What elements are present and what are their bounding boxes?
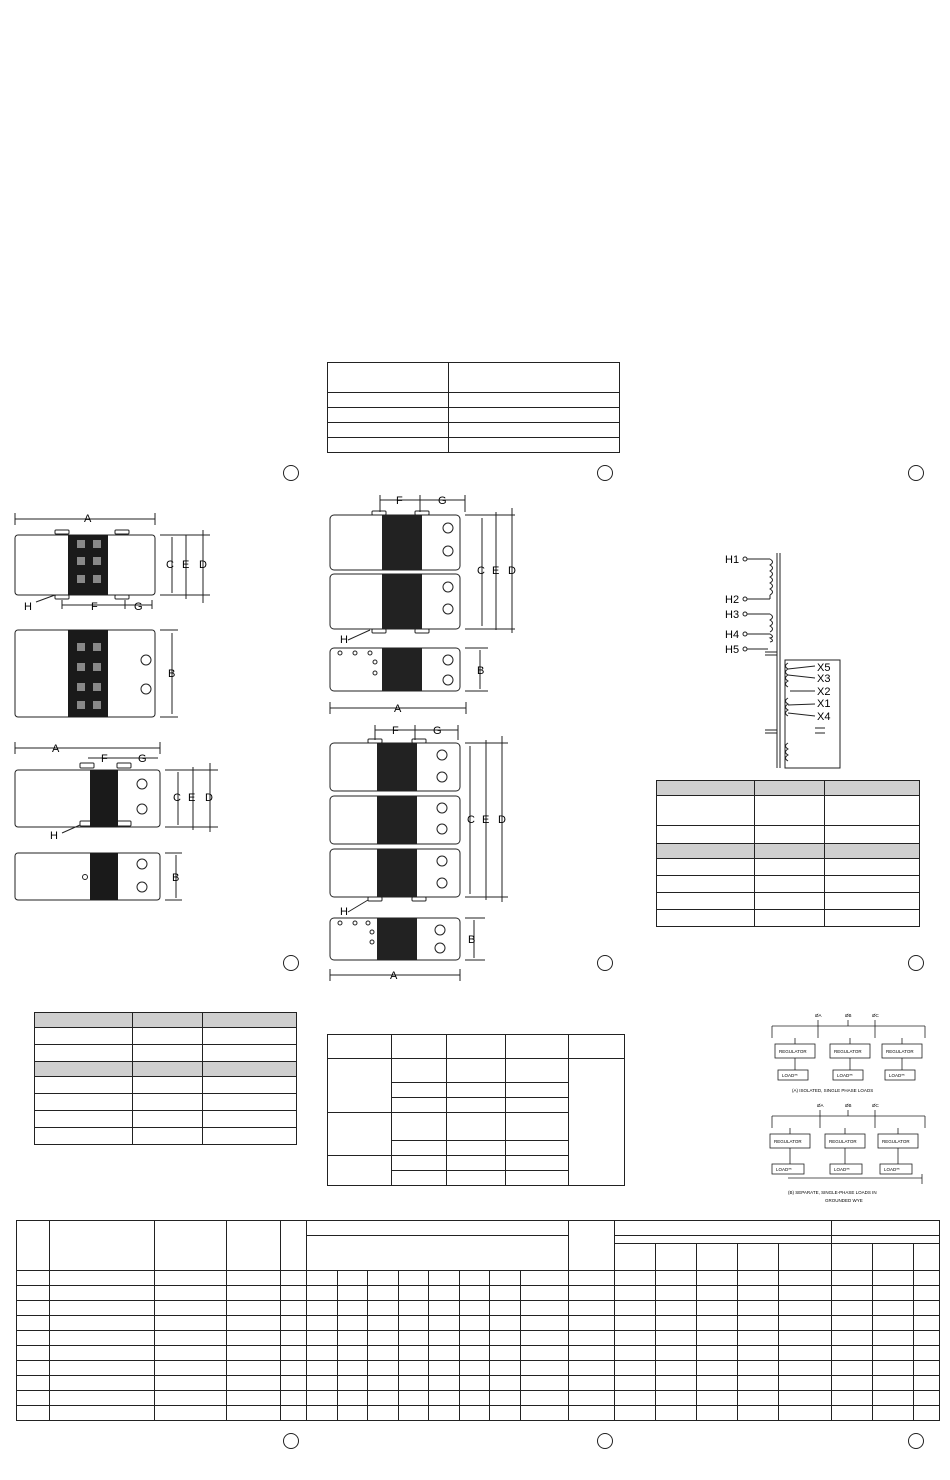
phase-c-label: ØC — [872, 1013, 880, 1018]
dim-c-label: C — [477, 565, 485, 577]
load-label: LOAD** — [884, 1167, 900, 1172]
dim-a-label: A — [52, 743, 60, 755]
dim-g-label: G — [438, 495, 447, 507]
dim-f-label: F — [396, 495, 403, 507]
page-marker-circle — [597, 465, 613, 481]
left-spec-table — [34, 1012, 297, 1145]
dim-a-label: A — [394, 703, 402, 715]
page-marker-circle — [597, 955, 613, 971]
dim-a-label: A — [390, 970, 398, 982]
load-label: LOAD** — [834, 1167, 850, 1172]
dim-d-label: D — [498, 814, 506, 826]
phase-c-label: ØC — [872, 1103, 880, 1108]
terminal-x2: X2 — [817, 686, 830, 698]
load-label: LOAD** — [782, 1073, 798, 1078]
terminal-h3: H3 — [725, 609, 739, 621]
phase-a-label: ØA — [815, 1013, 822, 1018]
dim-d-label: D — [205, 792, 213, 804]
regulator-label: REGULATOR — [774, 1139, 802, 1144]
regulator-label: REGULATOR — [834, 1049, 862, 1054]
phase-a-label: ØA — [817, 1103, 824, 1108]
dim-g-label: G — [134, 601, 143, 613]
regulator-label: REGULATOR — [882, 1139, 910, 1144]
dim-f-label: F — [392, 725, 399, 737]
terminal-h1: H1 — [725, 554, 739, 566]
dim-g-label: G — [138, 753, 147, 765]
terminal-x3: X3 — [817, 673, 830, 685]
dim-h-label: H — [24, 601, 32, 613]
terminal-x4: X4 — [817, 711, 830, 723]
phase-b-label: ØB — [845, 1103, 852, 1108]
connection-diagrams: ØA ØB ØC REGULATOR REGULATOR REGULATOR L… — [769, 1013, 926, 1203]
dim-b-label: B — [168, 668, 175, 680]
dim-h-label: H — [50, 830, 58, 842]
terminal-x1: X1 — [817, 698, 830, 710]
dim-d-label: D — [199, 559, 207, 571]
diagram-a-caption: (A) ISOLATED, SINGLE PHASE LOADS — [792, 1088, 873, 1093]
regulator-label: REGULATOR — [886, 1049, 914, 1054]
phase-b-label: ØB — [845, 1013, 852, 1018]
regulator-label: REGULATOR — [779, 1049, 807, 1054]
page-marker-circle — [283, 955, 299, 971]
center-spec-table — [327, 1034, 625, 1186]
page-marker-circle — [597, 1433, 613, 1449]
page-marker-circle — [908, 465, 924, 481]
center-dimension-drawings: F G C E D H B A F G C E D H B A — [329, 495, 516, 982]
dim-e-label: E — [188, 792, 195, 804]
transformer-schematic: H1 H2 H3 H4 H5 X5 X3 X2 X1 X4 — [725, 553, 841, 769]
dim-h-label: H — [340, 634, 348, 646]
dim-b-label: B — [477, 665, 484, 677]
terminal-h5: H5 — [725, 644, 739, 656]
terminal-h4: H4 — [725, 629, 739, 641]
dim-b-label: B — [468, 934, 475, 946]
left-dimension-drawings: A C E D H F G B A F G C E D H B — [14, 513, 218, 901]
diagram-b-caption-2: GROUNDED WYE — [825, 1198, 863, 1203]
dim-c-label: C — [467, 814, 475, 826]
dim-f-label: F — [101, 753, 108, 765]
dim-a-label: A — [84, 513, 92, 525]
load-label: LOAD** — [776, 1167, 792, 1172]
load-label: LOAD** — [837, 1073, 853, 1078]
dim-d-label: D — [508, 565, 516, 577]
dim-e-label: E — [182, 559, 189, 571]
page-marker-circle — [283, 1433, 299, 1449]
dim-c-label: C — [173, 792, 181, 804]
right-spec-table — [656, 780, 920, 927]
dim-e-label: E — [492, 565, 499, 577]
terminal-h2: H2 — [725, 594, 739, 606]
dim-f-label: F — [91, 601, 98, 613]
top-center-table — [327, 362, 620, 453]
dim-b-label: B — [172, 872, 179, 884]
dim-e-label: E — [482, 814, 489, 826]
load-label: LOAD** — [889, 1073, 905, 1078]
page-marker-circle — [908, 955, 924, 971]
dim-g-label: G — [433, 725, 442, 737]
diagram-b-caption: (B) SEPARATE, SINGLE-PHASE LOADS IN — [788, 1190, 877, 1195]
bottom-wide-table — [16, 1220, 940, 1421]
dim-h-label: H — [340, 906, 348, 918]
page-marker-circle — [283, 465, 299, 481]
dim-c-label: C — [166, 559, 174, 571]
regulator-label: REGULATOR — [829, 1139, 857, 1144]
page-marker-circle — [908, 1433, 924, 1449]
terminal-x5: X5 — [817, 662, 830, 674]
